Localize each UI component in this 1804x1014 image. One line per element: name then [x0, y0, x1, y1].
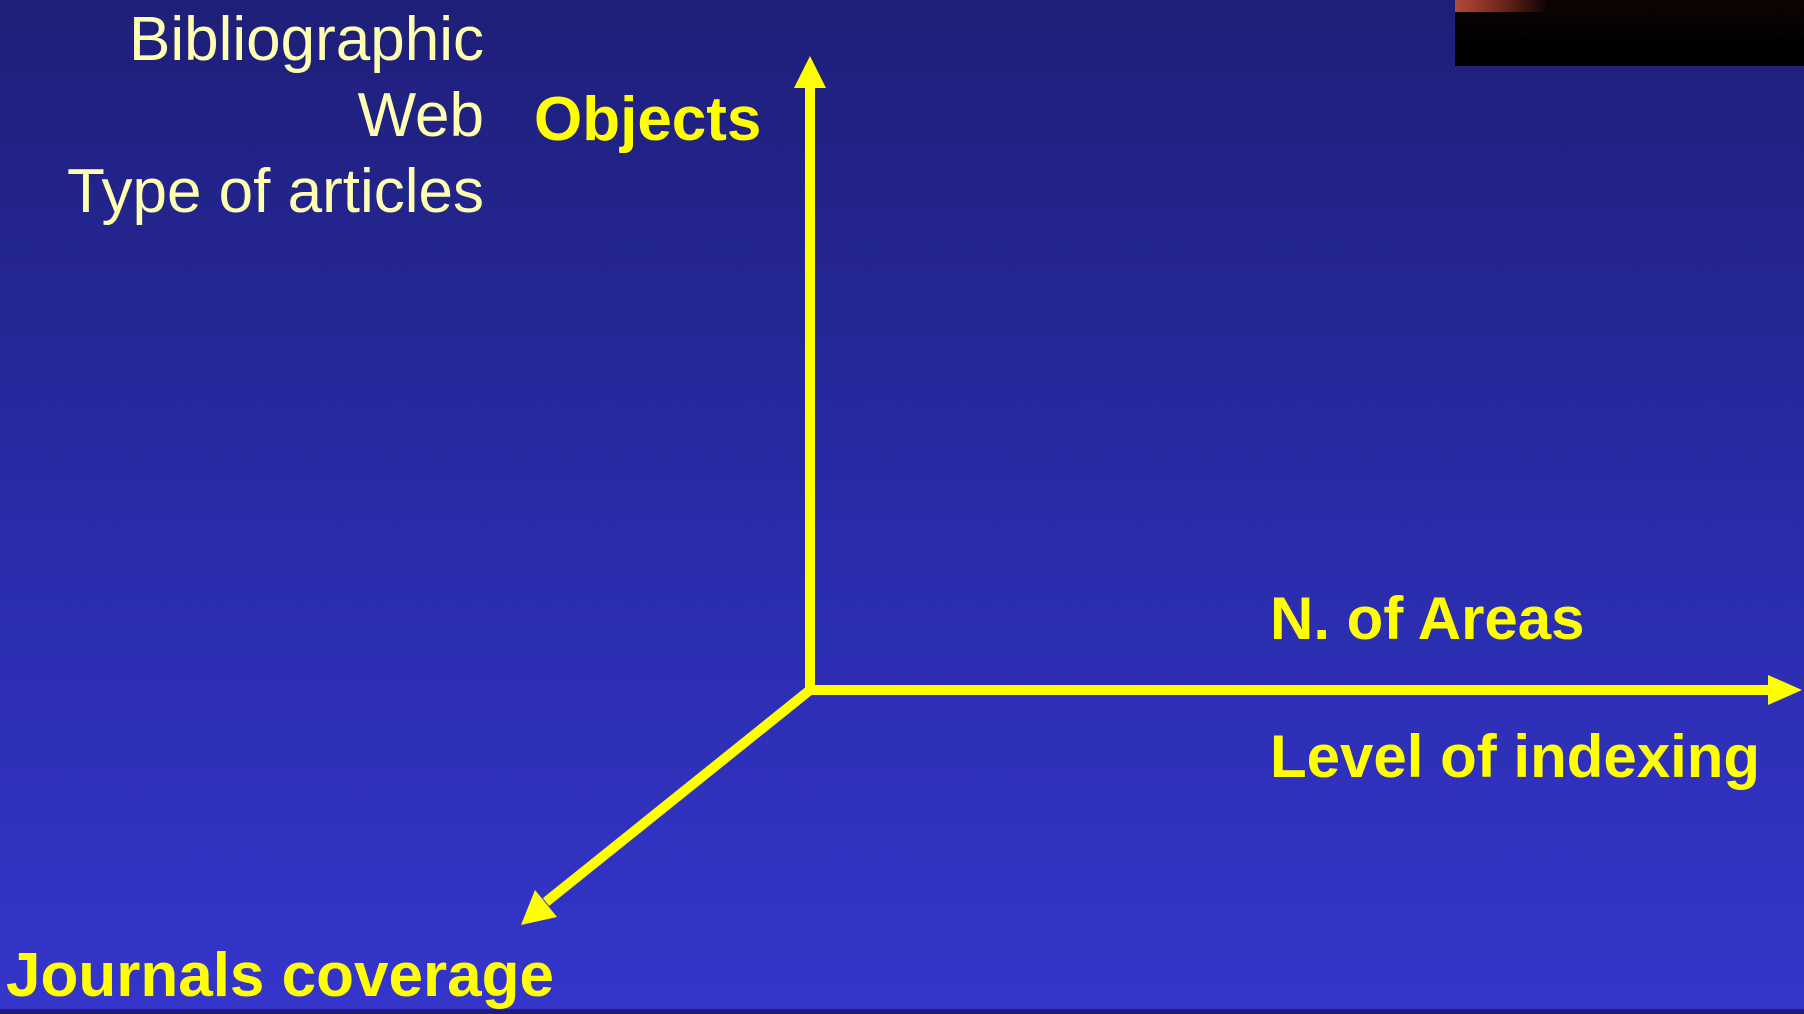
category-bibliographic: Bibliographic	[129, 5, 484, 74]
diagonal-axis-line	[542, 686, 814, 906]
category-type-of-articles: Type of articles	[67, 157, 484, 226]
corner-photo-glint	[1455, 0, 1547, 12]
vertical-axis	[794, 56, 826, 690]
horizontal-axis-arrowhead	[1768, 675, 1802, 705]
journals-coverage-axis-label: Journals coverage	[6, 941, 554, 1010]
indexing-axis-label: Level of indexing	[1270, 723, 1761, 790]
category-web: Web	[357, 81, 484, 150]
objects-axis-label: Objects	[534, 85, 762, 154]
diagonal-axis-arrowhead	[521, 890, 557, 925]
diagonal-axis	[521, 686, 814, 925]
corner-photo	[1455, 0, 1804, 66]
vertical-axis-arrowhead	[794, 56, 826, 88]
category-list: Bibliographic Web Type of articles	[67, 2, 484, 230]
horizontal-axis	[806, 675, 1802, 705]
areas-axis-label: N. of Areas	[1270, 585, 1585, 652]
